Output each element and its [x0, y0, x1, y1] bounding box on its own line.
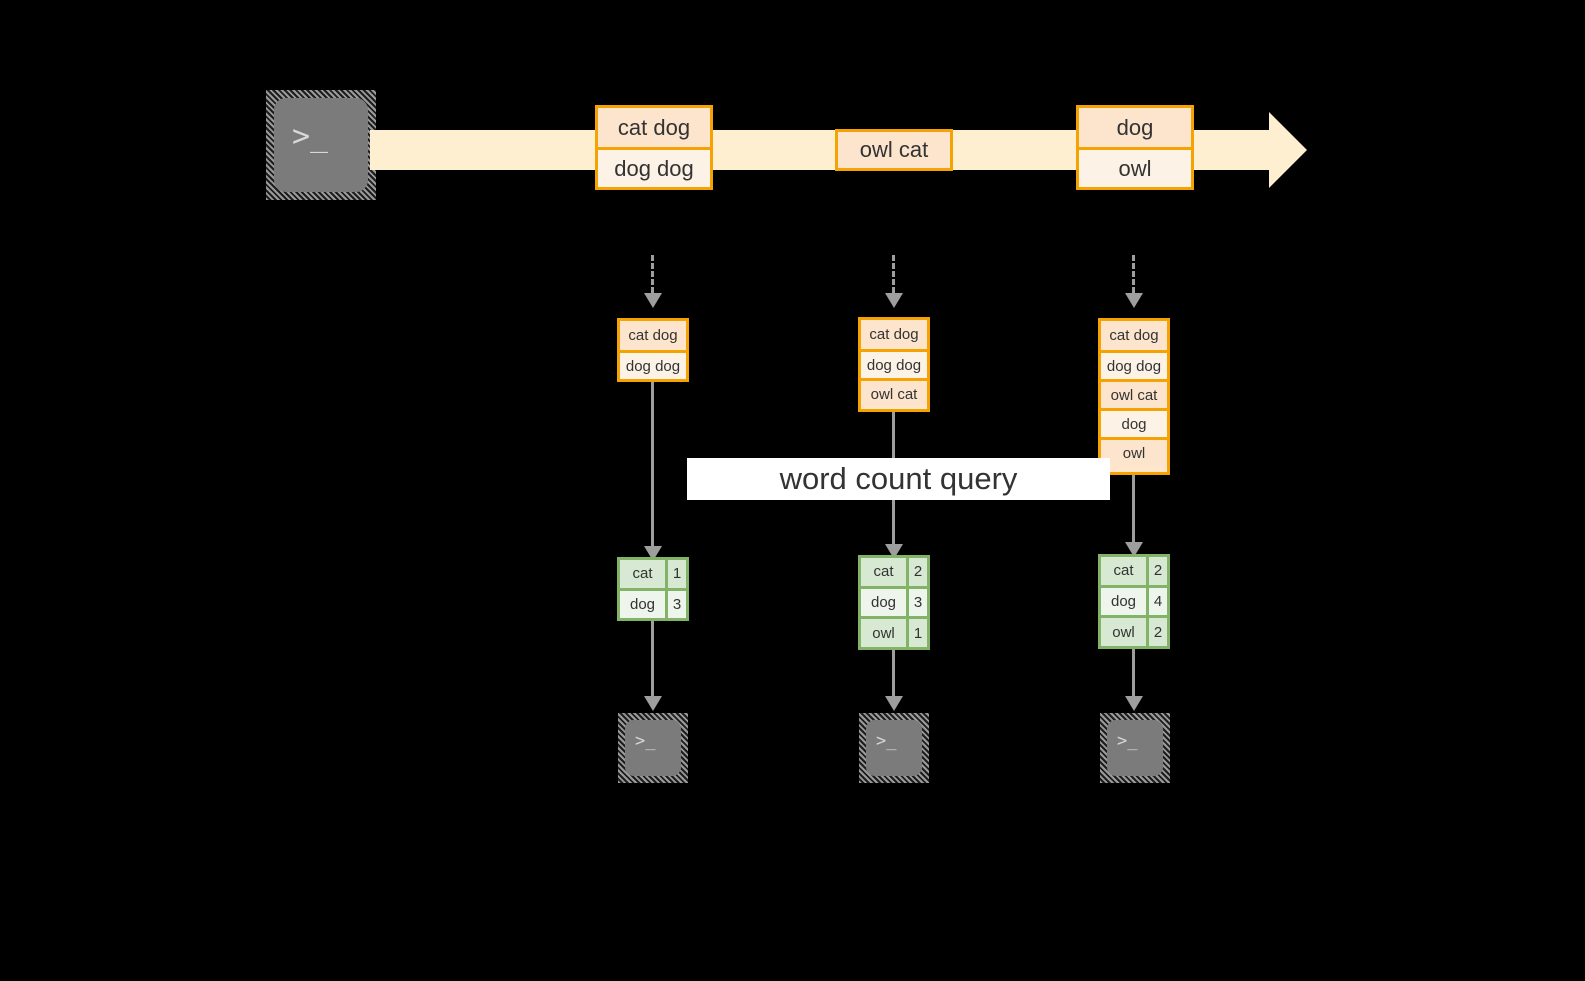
snapshot-input-line: owl cat — [861, 378, 927, 407]
snapshot-input-line: dog — [1101, 408, 1167, 437]
snapshot-input-line: cat dog — [861, 320, 927, 349]
stream-record-line: owl — [1079, 147, 1191, 187]
result-count-cell: 3 — [668, 590, 686, 618]
query-connector-1 — [651, 382, 654, 546]
snapshot-input-line: dog dog — [861, 349, 927, 378]
query-connector-3 — [1132, 475, 1135, 542]
stream-to-snapshot-connector-3 — [1132, 255, 1135, 293]
terminal-screen: >_ — [274, 98, 368, 192]
snapshot-1-input-box[interactable]: cat dog dog dog — [617, 318, 689, 382]
connector-arrowhead-icon — [885, 293, 903, 308]
connector-arrowhead-icon — [644, 696, 662, 711]
result-word-cell: dog — [620, 590, 668, 618]
result-row: cat 2 — [861, 558, 927, 586]
result-word-cell: owl — [1101, 618, 1149, 647]
result-row: dog 4 — [1101, 584, 1167, 616]
stream-record-line: dog dog — [598, 147, 710, 187]
stream-to-snapshot-connector-2 — [892, 255, 895, 293]
result-row: owl 1 — [861, 616, 927, 648]
result-word-cell: cat — [861, 558, 909, 586]
terminal-screen: >_ — [866, 720, 922, 776]
terminal-prompt-text: >_ — [1117, 731, 1138, 751]
result-row: dog 3 — [620, 587, 686, 618]
result-count-cell: 4 — [1149, 587, 1167, 616]
connector-arrowhead-icon — [1125, 696, 1143, 711]
snapshot-3-input-box[interactable]: cat dog dog dog owl cat dog owl — [1098, 318, 1170, 475]
result-count-cell: 2 — [909, 558, 927, 586]
result-word-cell: owl — [861, 619, 909, 648]
stream-record-line: cat dog — [598, 108, 710, 147]
result-count-cell: 2 — [1149, 557, 1167, 585]
connector-arrowhead-icon — [644, 293, 662, 308]
stream-arrowhead-icon — [1269, 112, 1307, 188]
result-word-cell: cat — [620, 560, 668, 588]
result-count-cell: 1 — [668, 560, 686, 588]
connector-arrowhead-icon — [885, 696, 903, 711]
result-to-sink-connector-3 — [1132, 649, 1135, 696]
snapshot-3-result-table[interactable]: cat 2 dog 4 owl 2 — [1098, 554, 1170, 649]
terminal-screen: >_ — [625, 720, 681, 776]
result-row: cat 2 — [1101, 557, 1167, 585]
terminal-screen: >_ — [1107, 720, 1163, 776]
stream-record-group-3[interactable]: dog owl — [1076, 105, 1194, 190]
connector-arrowhead-icon — [1125, 542, 1143, 557]
result-count-cell: 3 — [909, 588, 927, 617]
terminal-prompt-text: >_ — [292, 119, 329, 154]
snapshot-2-sink-terminal-icon[interactable]: >_ — [859, 713, 929, 783]
connector-arrowhead-icon — [1125, 293, 1143, 308]
stream-to-snapshot-connector-1 — [651, 255, 654, 293]
result-to-sink-connector-1 — [651, 621, 654, 696]
snapshot-1-result-table[interactable]: cat 1 dog 3 — [617, 557, 689, 621]
stream-record-line: owl cat — [838, 132, 950, 168]
stream-record-line: dog — [1079, 108, 1191, 147]
terminal-prompt-text: >_ — [876, 731, 897, 751]
result-count-cell: 1 — [909, 619, 927, 648]
stream-record-group-2[interactable]: owl cat — [835, 129, 953, 171]
source-terminal-icon[interactable]: >_ — [266, 90, 376, 200]
terminal-prompt-text: >_ — [635, 731, 656, 751]
snapshot-input-line: dog dog — [620, 350, 686, 379]
stream-record-group-1[interactable]: cat dog dog dog — [595, 105, 713, 190]
result-word-cell: cat — [1101, 557, 1149, 585]
snapshot-3-sink-terminal-icon[interactable]: >_ — [1100, 713, 1170, 783]
result-row: dog 3 — [861, 585, 927, 617]
result-to-sink-connector-2 — [892, 650, 895, 696]
snapshot-2-result-table[interactable]: cat 2 dog 3 owl 1 — [858, 555, 930, 650]
result-word-cell: dog — [1101, 587, 1149, 616]
snapshot-input-line: owl — [1101, 437, 1167, 466]
result-row: cat 1 — [620, 560, 686, 588]
result-word-cell: dog — [861, 588, 909, 617]
result-count-cell: 2 — [1149, 618, 1167, 647]
snapshot-input-line: owl cat — [1101, 379, 1167, 408]
snapshot-input-line: dog dog — [1101, 350, 1167, 379]
snapshot-input-line: cat dog — [1101, 321, 1167, 350]
snapshot-1-sink-terminal-icon[interactable]: >_ — [618, 713, 688, 783]
result-row: owl 2 — [1101, 615, 1167, 647]
snapshot-input-line: cat dog — [620, 321, 686, 350]
query-label: word count query — [687, 458, 1110, 500]
snapshot-2-input-box[interactable]: cat dog dog dog owl cat — [858, 317, 930, 412]
